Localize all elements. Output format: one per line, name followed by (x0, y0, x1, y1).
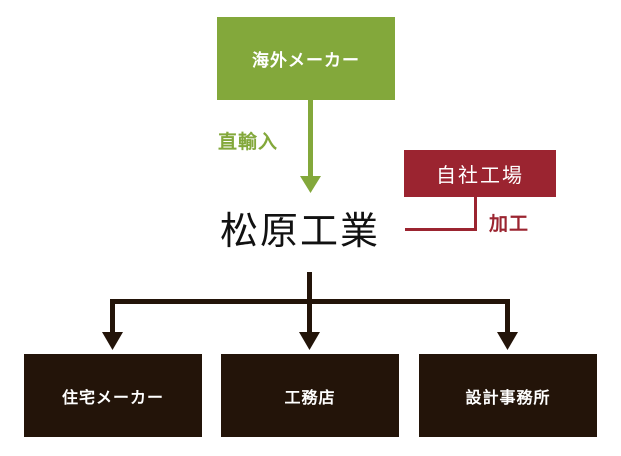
customer-label: 設計事務所 (465, 387, 551, 407)
customer-node-contractor: 工務店 (221, 354, 399, 437)
own-factory-label: 自社工場 (436, 163, 524, 187)
customer-node-design-office: 設計事務所 (419, 354, 597, 437)
company-name: 松原工業 (220, 209, 381, 253)
processing-label: 加工 (489, 213, 530, 235)
arrowhead-center (299, 332, 320, 350)
arrowhead-left (102, 332, 123, 350)
overseas-maker-node: 海外メーカー (217, 17, 395, 100)
own-factory-node: 自社工場 (404, 150, 556, 197)
distribution-tree (102, 272, 518, 350)
customer-label: 住宅メーカー (61, 387, 164, 407)
overseas-maker-label: 海外メーカー (252, 51, 360, 71)
direct-import-label: 直輸入 (218, 131, 279, 153)
import-arrow (300, 100, 321, 193)
customer-label: 工務店 (284, 387, 336, 407)
arrowhead-right (497, 332, 518, 350)
customer-node-housing-maker: 住宅メーカー (24, 354, 202, 437)
process-connector (405, 197, 477, 231)
